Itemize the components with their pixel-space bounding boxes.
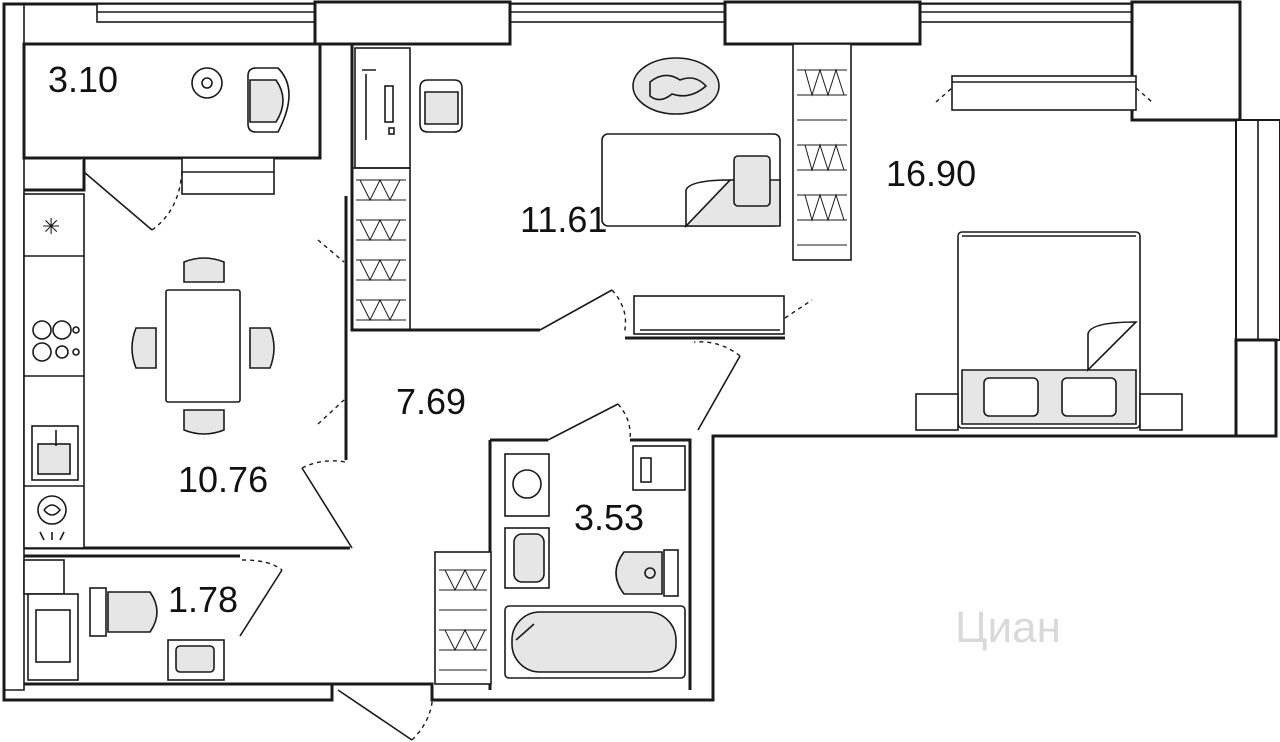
toilet-icon <box>107 591 158 633</box>
room-area-children: 11.61 <box>520 199 607 240</box>
rug-icon <box>632 57 720 115</box>
toilet-room: 1.78 <box>23 554 332 686</box>
pillow-icon <box>733 155 771 207</box>
room-area-kitchen: 10.76 <box>178 459 268 500</box>
nightstand <box>1139 393 1183 431</box>
desk <box>354 47 411 169</box>
room-area-bedroom: 16.90 <box>886 153 976 194</box>
dining-table <box>131 257 275 435</box>
kitchen-room: ✳ 10.76 <box>23 158 353 550</box>
nightstand <box>915 393 959 431</box>
tv-stand <box>951 75 1137 111</box>
room-area-toilet: 1.78 <box>168 579 238 620</box>
balcony-room: 3.10 <box>22 42 322 195</box>
washing-machine-icon <box>504 453 550 517</box>
toilet-icon <box>615 551 663 595</box>
hall-room: 7.69 <box>337 341 741 741</box>
pillow-icon <box>1061 377 1117 417</box>
room-area-balcony: 3.10 <box>48 59 118 100</box>
plant-icon <box>191 67 223 99</box>
snowflake-icon: ✳ <box>42 215 60 240</box>
dresser <box>633 295 785 335</box>
room-area-bathroom: 3.53 <box>574 497 644 538</box>
wardrobe-hatch <box>356 178 406 322</box>
room-area-hall: 7.69 <box>396 381 466 422</box>
sink-icon <box>31 425 79 481</box>
children-room: 11.61 <box>350 44 785 340</box>
top-window-frames <box>96 0 1280 438</box>
watermark-text: Циан <box>955 603 1061 652</box>
stove-icon <box>32 320 80 362</box>
kitchen-counter <box>23 193 85 549</box>
dishwasher-icon <box>37 495 67 541</box>
bathroom-room: 3.53 <box>490 403 692 690</box>
hall-wardrobe <box>434 551 492 685</box>
pillow-icon <box>983 377 1039 417</box>
bedroom-wardrobe <box>784 43 852 319</box>
bedroom-room: 16.90 <box>886 75 1183 431</box>
